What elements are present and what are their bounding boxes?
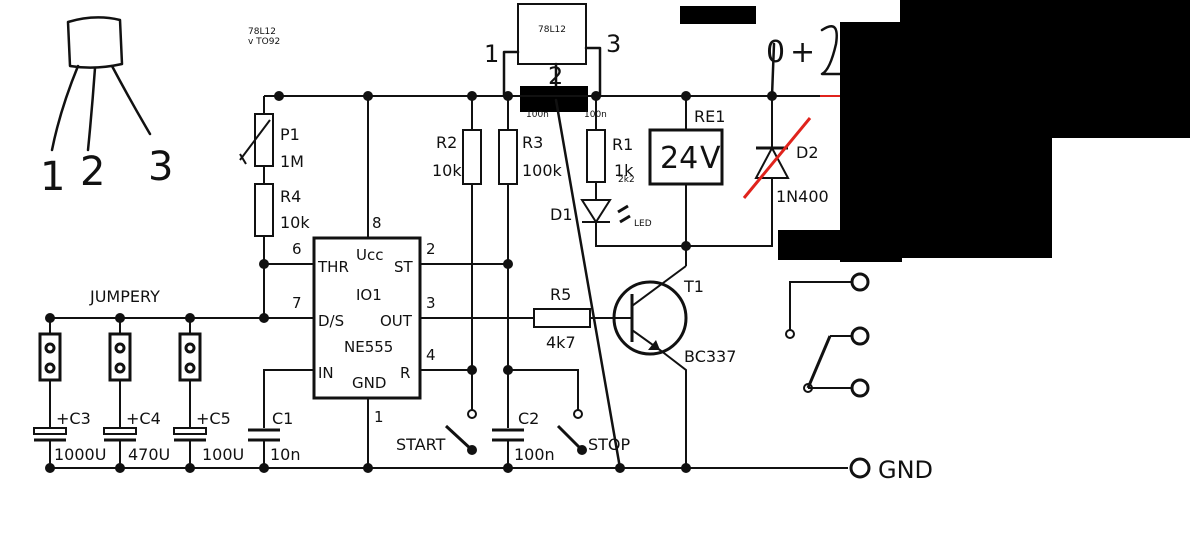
c4-name: +C4 bbox=[126, 409, 161, 428]
r5-value: 4k7 bbox=[546, 333, 576, 352]
c3-value: 1000U bbox=[54, 445, 106, 464]
r4-value: 10k bbox=[280, 213, 310, 232]
redaction-right-top bbox=[900, 0, 1190, 138]
r1-value: 1k bbox=[614, 161, 634, 180]
ic-pin-ds: D/S bbox=[318, 312, 344, 330]
c2-value: 100n bbox=[514, 445, 555, 464]
c5-value: 100U bbox=[202, 445, 244, 464]
ic-name: IO1 bbox=[356, 286, 382, 304]
c2-name: C2 bbox=[518, 409, 539, 428]
redaction-regulator-caps bbox=[520, 86, 588, 112]
re1-mark: V bbox=[700, 141, 721, 176]
ic-pin-r: R bbox=[400, 364, 410, 382]
gnd-label: GND bbox=[878, 456, 933, 484]
c1-name: C1 bbox=[272, 409, 293, 428]
regulator-pin-3: 3 bbox=[606, 30, 621, 58]
jumper-c5 bbox=[173, 318, 207, 468]
d1-name: D1 bbox=[550, 205, 573, 224]
regulator-pin-1: 1 bbox=[484, 40, 499, 68]
jumper-c4 bbox=[103, 318, 137, 468]
ic-pin-st: ST bbox=[394, 258, 414, 276]
regulator-note-2: v TO92 bbox=[248, 37, 280, 47]
r3-value: 100k bbox=[522, 161, 563, 180]
sketch-pin-1: 1 bbox=[40, 154, 65, 200]
ic-pinnum-4: 4 bbox=[426, 346, 436, 364]
ic-type: NE555 bbox=[344, 338, 393, 356]
start-label: START bbox=[396, 435, 446, 454]
r2-name: R2 bbox=[436, 133, 457, 152]
ic-pin-thr: THR bbox=[317, 258, 349, 276]
re1-value: 24 bbox=[660, 141, 698, 176]
r4-name: R4 bbox=[280, 187, 301, 206]
redaction-right-upper bbox=[840, 22, 902, 262]
to92-sketch: 1 2 3 bbox=[40, 16, 173, 200]
d2-name: D2 bbox=[796, 143, 819, 162]
c1-value: 10n bbox=[270, 445, 301, 464]
jumper-c3 bbox=[33, 318, 67, 468]
jumpers-label: JUMPERY bbox=[89, 287, 160, 306]
ic-pin-in: IN bbox=[318, 364, 334, 382]
ic-pin-gnd: GND bbox=[352, 374, 386, 392]
ic-ne555: Ucc THR ST IO1 D/S OUT NE555 IN R GND 8 … bbox=[292, 214, 436, 426]
t1-type: BC337 bbox=[684, 347, 736, 366]
r1-alt-value: 2k2 bbox=[618, 175, 635, 185]
ic-pinnum-8: 8 bbox=[372, 214, 382, 232]
sketch-pin-3: 3 bbox=[148, 144, 173, 190]
regulator-pin-2: 2 bbox=[548, 62, 563, 90]
t1-name: T1 bbox=[683, 277, 704, 296]
regulator-note-1: 78L12 bbox=[248, 27, 276, 37]
stop-label: STOP bbox=[588, 435, 631, 454]
r2-value: 10k bbox=[432, 161, 462, 180]
regulator: 78L12 1 2 3 100n 100n bbox=[484, 3, 621, 120]
regulator-chip-label: 78L12 bbox=[538, 25, 566, 35]
p1-name: P1 bbox=[280, 125, 300, 144]
ic-pinnum-6: 6 bbox=[292, 240, 302, 258]
c5-name: +C5 bbox=[196, 409, 231, 428]
redaction-right-mid bbox=[900, 138, 1052, 258]
supply-mark-zero: 0 bbox=[766, 35, 785, 70]
c4-value: 470U bbox=[128, 445, 170, 464]
ic-pin-ucc: Ucc bbox=[356, 246, 383, 264]
junction-dots bbox=[45, 91, 777, 473]
r5-name: R5 bbox=[550, 285, 571, 304]
p1-value: 1M bbox=[280, 152, 304, 171]
d1-type: LED bbox=[634, 219, 652, 229]
redaction-top bbox=[680, 6, 756, 24]
ic-pinnum-2: 2 bbox=[426, 240, 436, 258]
ic-pinnum-3: 3 bbox=[426, 294, 436, 312]
re1-name: RE1 bbox=[694, 107, 725, 126]
c3-name: +C3 bbox=[56, 409, 91, 428]
ic-pin-out: OUT bbox=[380, 312, 413, 330]
d2-type: 1N400 bbox=[776, 187, 829, 206]
r3-name: R3 bbox=[522, 133, 543, 152]
supply-plus: + bbox=[790, 35, 815, 70]
ic-pinnum-7: 7 bbox=[292, 294, 302, 312]
regulator-cap-left: 100n bbox=[526, 110, 549, 120]
redaction-lower-band bbox=[778, 230, 872, 260]
ic-pinnum-1: 1 bbox=[374, 408, 384, 426]
r1-name: R1 bbox=[612, 135, 633, 154]
sketch-pin-2: 2 bbox=[80, 149, 105, 195]
relay-contacts bbox=[785, 272, 870, 398]
